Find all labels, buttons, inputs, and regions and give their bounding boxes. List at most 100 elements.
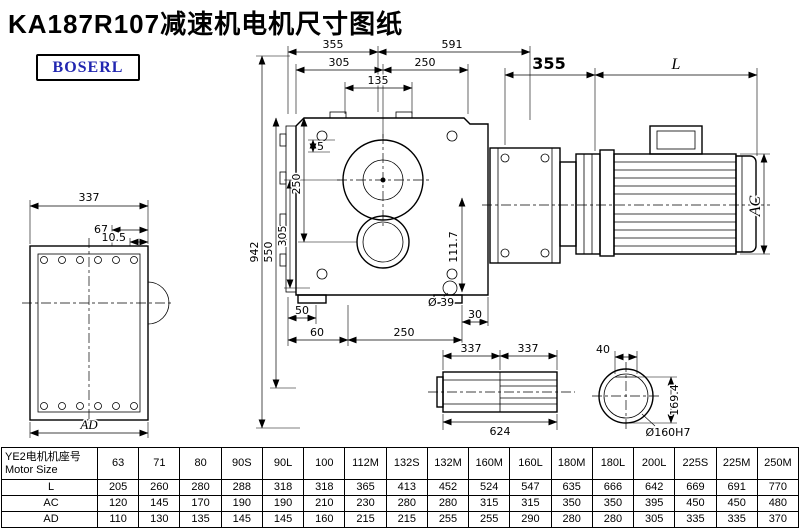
motor-size-label-en: Motor Size bbox=[5, 463, 58, 476]
motor-size-col: 90S bbox=[220, 447, 263, 480]
main-view: 355 591 305 250 135 942 550 305 2 bbox=[247, 37, 531, 429]
dim-value: 450 bbox=[715, 495, 758, 512]
dim-337-shaft-a: 337 bbox=[461, 342, 482, 355]
dim-value: 290 bbox=[509, 511, 552, 528]
dim-942: 942 bbox=[248, 242, 261, 263]
dim-355-top: 355 bbox=[323, 38, 344, 51]
dim-value: 120 bbox=[96, 495, 140, 512]
dim-305-top: 305 bbox=[329, 56, 350, 69]
dim-50-bottom: 50 bbox=[295, 304, 309, 317]
dim-67: 67 bbox=[94, 223, 108, 236]
left-view: 337 67 10.5 AD bbox=[22, 190, 172, 438]
dim-dia-39: Ø 39 bbox=[428, 296, 454, 309]
motor-side-view: 355 L AC bbox=[482, 53, 770, 264]
dim-l-motor: L bbox=[671, 56, 681, 73]
dim-value: 230 bbox=[344, 495, 387, 512]
dim-value: 315 bbox=[468, 495, 511, 512]
dim-60-bottom: 60 bbox=[310, 326, 324, 339]
row-label-L: L bbox=[1, 479, 98, 496]
motor-size-label-cn: YE2电机机座号 bbox=[5, 450, 81, 463]
dim-value: 305 bbox=[633, 511, 676, 528]
dim-169-4: 169.4 bbox=[668, 384, 681, 416]
dim-550: 550 bbox=[262, 242, 275, 263]
dim-value: 452 bbox=[426, 479, 470, 496]
motor-size-col: 180L bbox=[591, 447, 635, 480]
motor-size-col: 71 bbox=[138, 447, 181, 480]
motor-size-col: 132S bbox=[385, 447, 428, 480]
dim-value: 288 bbox=[220, 479, 263, 496]
motor-size-col: 200L bbox=[633, 447, 676, 480]
dim-value: 145 bbox=[261, 511, 305, 528]
dim-value: 318 bbox=[261, 479, 305, 496]
dim-111-7: 111.7 bbox=[447, 231, 460, 263]
dim-value: 160 bbox=[303, 511, 346, 528]
motor-size-col: 160L bbox=[509, 447, 552, 480]
dim-value: 370 bbox=[756, 511, 800, 528]
motor-size-col: 80 bbox=[179, 447, 222, 480]
dim-250-top: 250 bbox=[415, 56, 436, 69]
dim-value: 135 bbox=[179, 511, 222, 528]
shaft-view: 337 337 624 bbox=[428, 341, 575, 440]
dim-value: 110 bbox=[96, 511, 140, 528]
dim-135-top: 135 bbox=[368, 74, 389, 87]
dim-value: 170 bbox=[179, 495, 222, 512]
dim-5: 5 bbox=[317, 140, 324, 153]
dim-value: 260 bbox=[138, 479, 181, 496]
dim-value: 145 bbox=[220, 511, 263, 528]
dim-ac-motor: AC bbox=[747, 195, 764, 217]
dim-591-top: 591 bbox=[442, 38, 463, 51]
technical-drawing: 337 67 10.5 AD bbox=[22, 37, 770, 441]
dim-355-motor: 355 bbox=[532, 54, 565, 73]
dim-value: 395 bbox=[633, 495, 676, 512]
dim-value: 669 bbox=[674, 479, 717, 496]
dim-value: 350 bbox=[550, 495, 593, 512]
dim-value: 642 bbox=[633, 479, 676, 496]
dim-value: 524 bbox=[468, 479, 511, 496]
dim-value: 280 bbox=[550, 511, 593, 528]
dim-value: 691 bbox=[715, 479, 758, 496]
dim-value: 315 bbox=[509, 495, 552, 512]
motor-size-col: 180M bbox=[550, 447, 593, 480]
row-label-AC: AC bbox=[1, 495, 98, 512]
dim-value: 280 bbox=[179, 479, 222, 496]
dim-value: 318 bbox=[303, 479, 346, 496]
dim-250-left: 250 bbox=[290, 174, 303, 195]
dim-250-bottom: 250 bbox=[394, 326, 415, 339]
dim-value: 130 bbox=[138, 511, 181, 528]
dim-624-shaft: 624 bbox=[490, 425, 511, 438]
dim-value: 635 bbox=[550, 479, 593, 496]
motor-size-col: 132M bbox=[426, 447, 470, 480]
dim-value: 770 bbox=[756, 479, 800, 496]
dim-value: 190 bbox=[220, 495, 263, 512]
dim-value: 255 bbox=[426, 511, 470, 528]
brand-logo-text: BOSERL bbox=[52, 58, 124, 76]
dim-value: 205 bbox=[96, 479, 140, 496]
dim-305-left: 305 bbox=[276, 226, 289, 247]
dim-337-shaft-b: 337 bbox=[518, 342, 539, 355]
dim-value: 190 bbox=[261, 495, 305, 512]
dim-value: 210 bbox=[303, 495, 346, 512]
dim-10-5: 10.5 bbox=[102, 231, 127, 244]
brand-logo: BOSERL bbox=[36, 54, 140, 81]
dim-40: 40 bbox=[596, 343, 610, 356]
page-title: KA187R107减速机电机尺寸图纸 bbox=[8, 9, 404, 39]
motor-size-col: 225S bbox=[674, 447, 717, 480]
dim-value: 215 bbox=[385, 511, 428, 528]
dim-value: 480 bbox=[756, 495, 800, 512]
motor-size-col: 250M bbox=[756, 447, 800, 480]
dim-value: 280 bbox=[426, 495, 470, 512]
dim-value: 280 bbox=[591, 511, 635, 528]
dim-value: 335 bbox=[674, 511, 717, 528]
motor-size-col: 63 bbox=[96, 447, 140, 480]
dim-value: 335 bbox=[715, 511, 758, 528]
row-label-AD: AD bbox=[1, 511, 98, 528]
motor-size-col: 112M bbox=[344, 447, 387, 480]
dim-value: 365 bbox=[344, 479, 387, 496]
dim-337-left-view: 337 bbox=[79, 191, 100, 204]
dim-value: 666 bbox=[591, 479, 635, 496]
